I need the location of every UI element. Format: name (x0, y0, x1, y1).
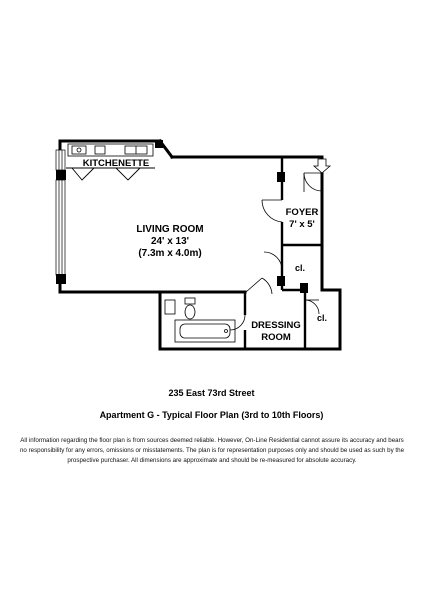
interior-walls (243, 157, 322, 349)
closet-label-foyer: cl. (295, 263, 305, 273)
entry-door (303, 172, 323, 192)
dressing-room-label-line2: ROOM (261, 332, 291, 343)
closet-label-dressing: cl. (317, 313, 327, 323)
plan-subtitle: Apartment G - Typical Floor Plan (3rd to… (99, 410, 324, 420)
living-room-dimensions-m: (7.3m x 4.0m) (138, 248, 201, 259)
property-address: 235 East 73rd Street (168, 388, 255, 398)
living-room-dimensions-ft: 24' x 13' (151, 236, 189, 247)
dressing-closet-door (304, 299, 320, 315)
foyer-dimensions: 7' x 5' (289, 219, 315, 230)
hall-door (245, 277, 273, 295)
floor-plan: KITCHENETTE LIVING ROOM 24' x 13' (7.3m … (55, 138, 342, 351)
foyer-label: FOYER (286, 207, 319, 218)
bathroom-door (229, 314, 246, 331)
closet-door (263, 251, 283, 271)
dressing-room-label-line1: DRESSING (251, 320, 301, 331)
foyer-door (261, 199, 283, 223)
kitchenette-fixtures (67, 143, 154, 157)
kitchenette-label: KITCHENETTE (83, 158, 150, 169)
windows (55, 149, 66, 276)
bathroom-fixtures (164, 297, 236, 343)
disclaimer-text: All information regarding the floor plan… (19, 437, 405, 464)
living-room-label: LIVING ROOM (136, 224, 203, 235)
kitchenette-doors (66, 167, 155, 181)
entry-arrow-icon (312, 158, 332, 174)
